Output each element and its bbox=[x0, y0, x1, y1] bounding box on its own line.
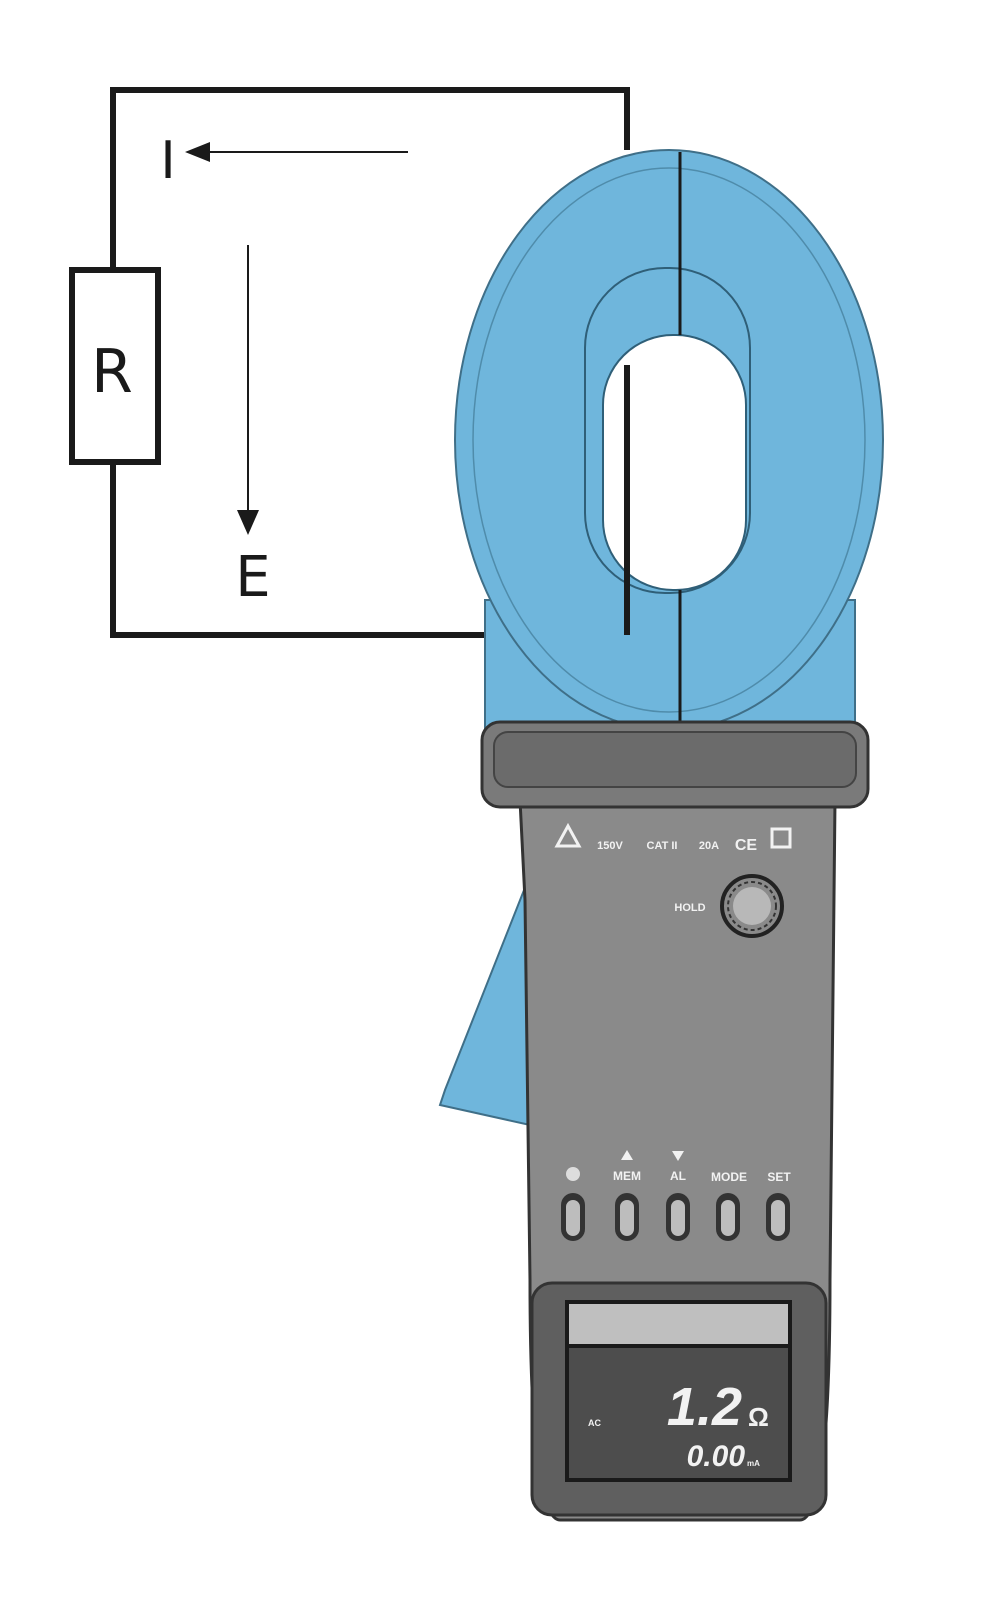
voltage-arrowhead-icon bbox=[237, 510, 259, 535]
lcd-mode: AC bbox=[588, 1418, 601, 1428]
clamp-jaws[interactable] bbox=[454, 149, 884, 741]
mode-button[interactable] bbox=[716, 1193, 740, 1241]
lcd-secondary-value: 0.00 bbox=[687, 1440, 746, 1473]
hold-button[interactable] bbox=[720, 874, 784, 938]
resistor bbox=[69, 267, 161, 465]
lcd-primary-unit: Ω bbox=[748, 1402, 769, 1432]
backlight-button[interactable] bbox=[561, 1193, 585, 1241]
voltage-rating: 150V bbox=[597, 840, 623, 852]
hold-label: HOLD bbox=[674, 902, 705, 914]
double-insulation-icon bbox=[770, 827, 792, 849]
warning-icon bbox=[554, 822, 582, 848]
mem-button[interactable] bbox=[615, 1193, 639, 1241]
display-top-panel bbox=[569, 1304, 788, 1344]
category-rating: CAT II bbox=[647, 840, 678, 852]
lcd-screen bbox=[569, 1348, 788, 1478]
set-label: SET bbox=[767, 1170, 791, 1184]
up-triangle-icon bbox=[621, 1150, 633, 1160]
lcd-secondary-unit: mA bbox=[747, 1459, 760, 1468]
lcd-primary-value: 1.2 bbox=[667, 1377, 742, 1437]
set-button[interactable] bbox=[766, 1193, 790, 1241]
current-rating: 20A bbox=[699, 840, 719, 852]
current-label: I bbox=[160, 131, 175, 191]
mode-label: MODE bbox=[711, 1170, 747, 1184]
mem-label: MEM bbox=[613, 1169, 641, 1183]
al-label: AL bbox=[670, 1169, 686, 1183]
voltage-label: E bbox=[235, 545, 270, 610]
al-button[interactable] bbox=[666, 1193, 690, 1241]
down-triangle-icon bbox=[672, 1151, 684, 1161]
ce-mark-icon: CE bbox=[735, 837, 758, 854]
backlight-icon bbox=[566, 1167, 580, 1181]
current-arrowhead-icon bbox=[185, 142, 210, 162]
clamp-trigger[interactable] bbox=[438, 879, 532, 1127]
resistor-label: R bbox=[91, 337, 133, 407]
